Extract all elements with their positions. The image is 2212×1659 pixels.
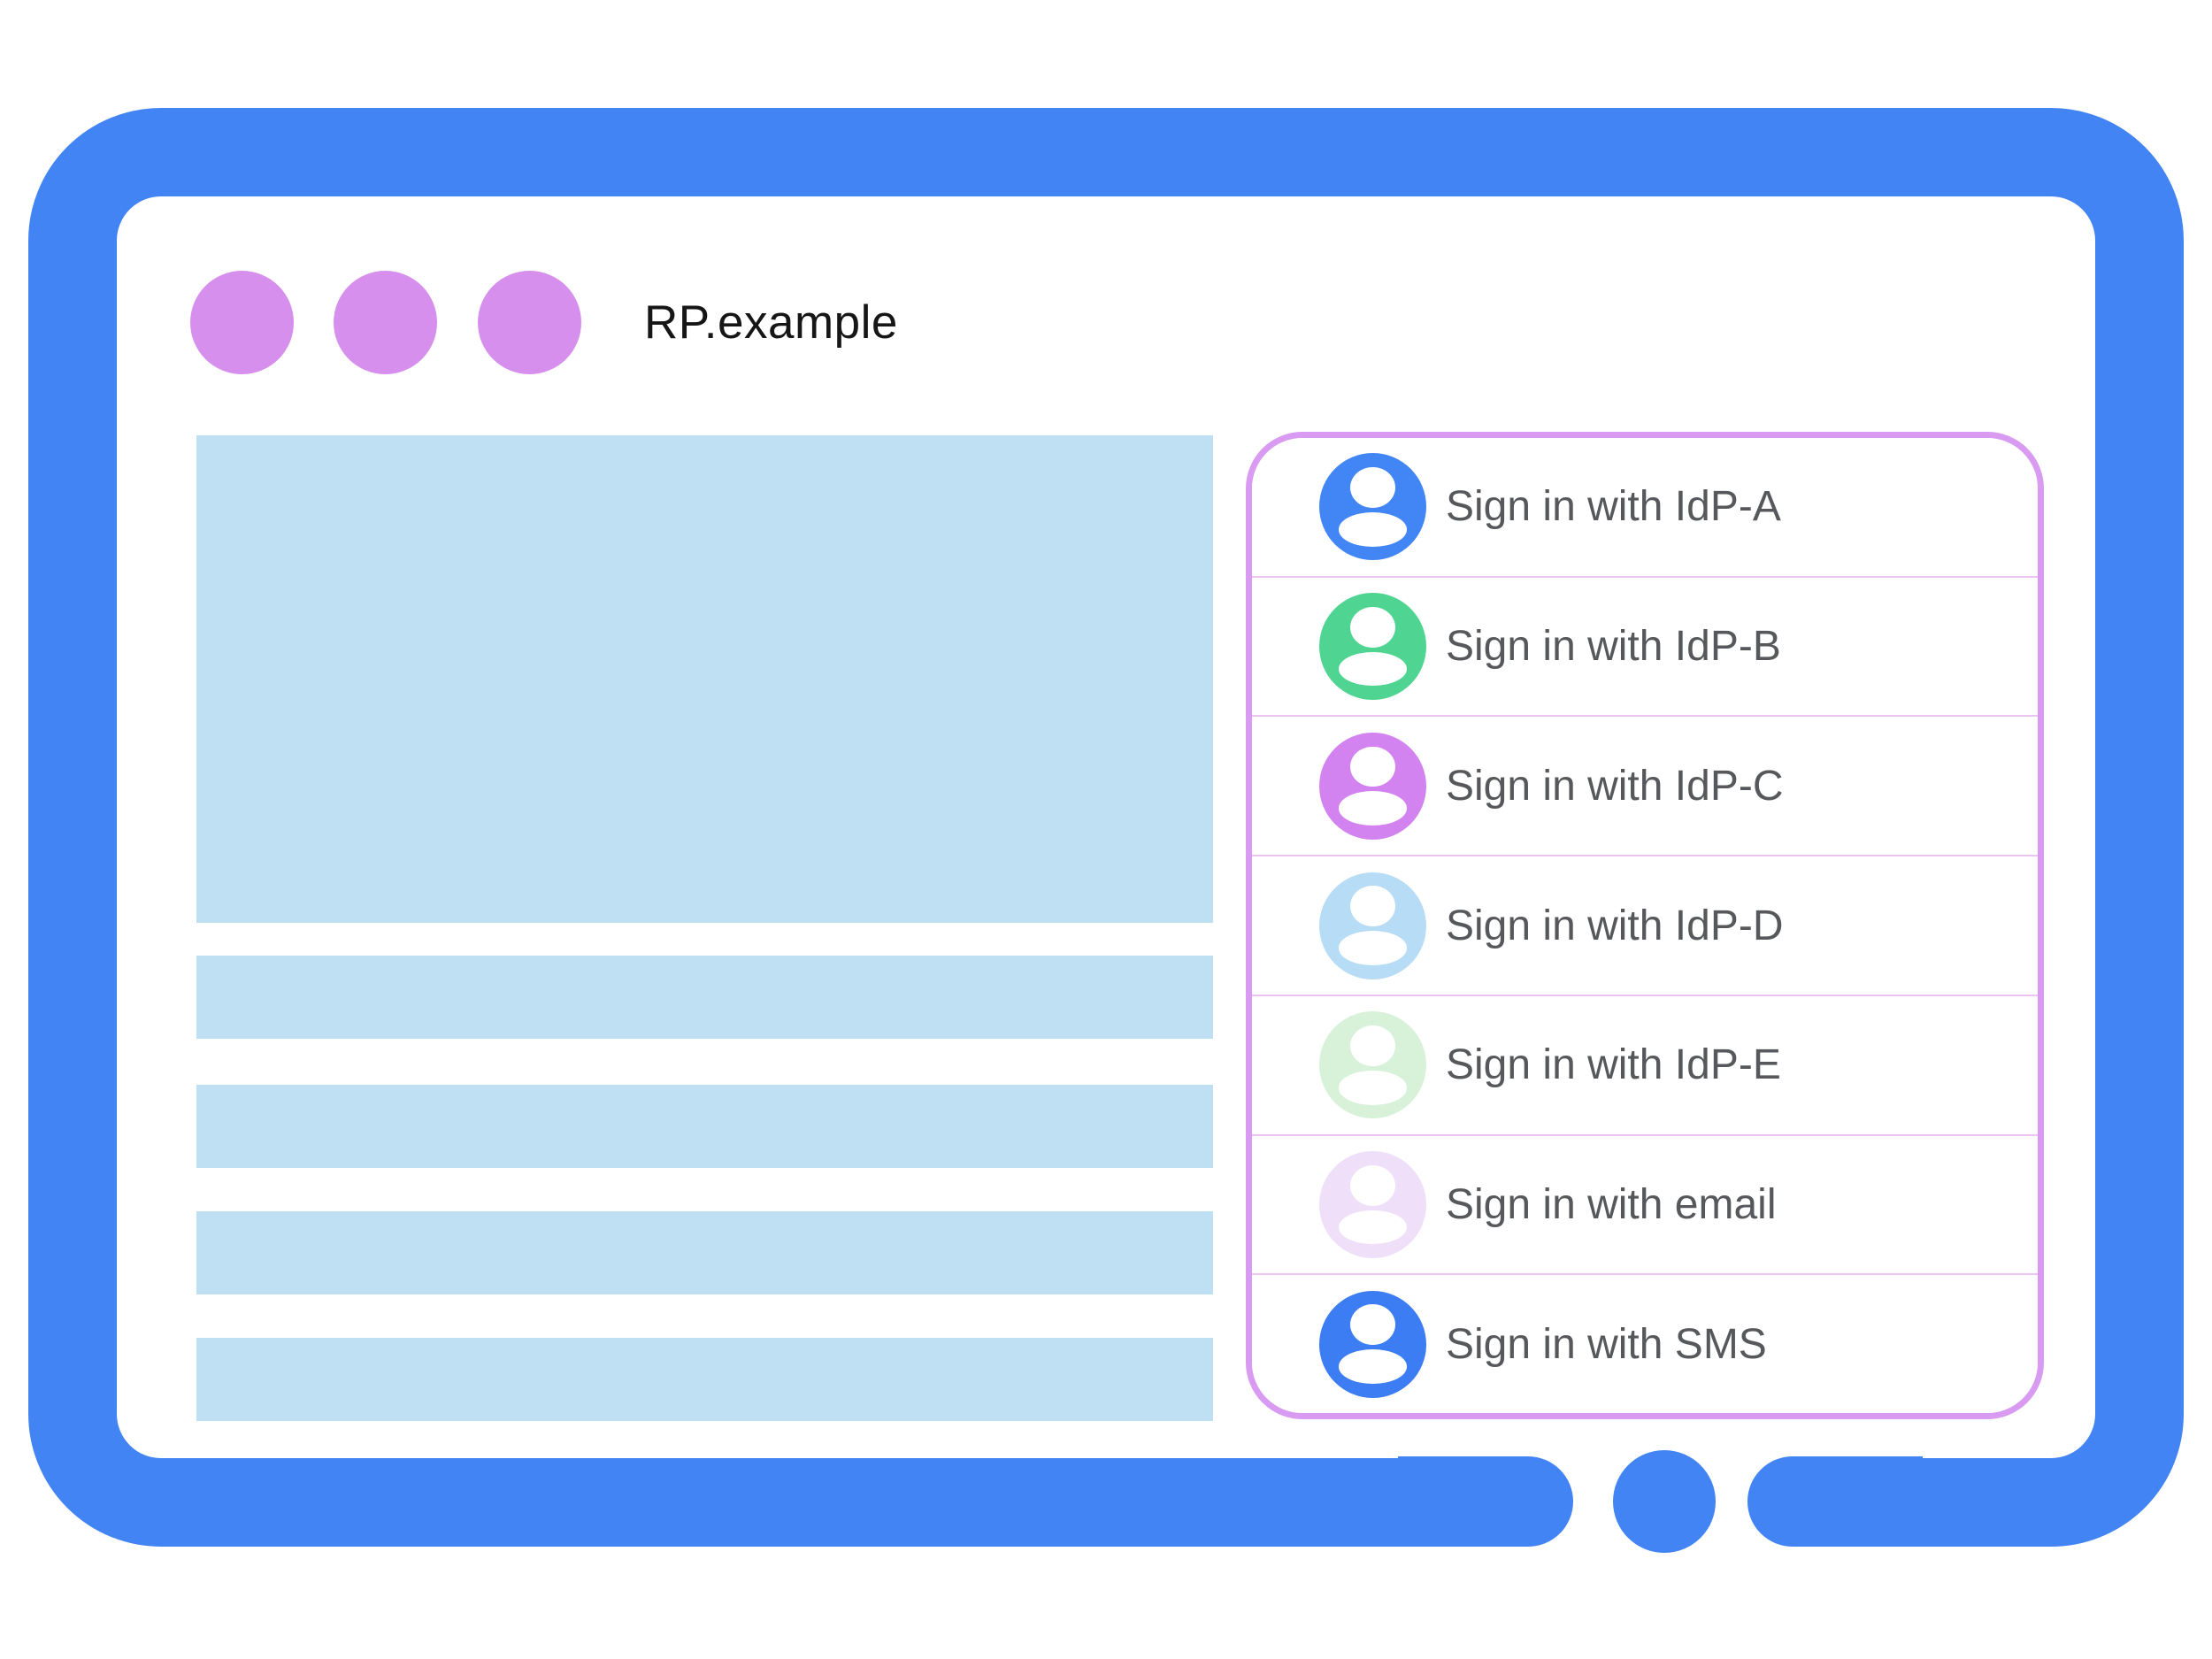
signin-row-idp-e[interactable]: Sign in with IdP-E: [1252, 994, 2038, 1134]
signin-row-idp-b[interactable]: Sign in with IdP-B: [1252, 575, 2038, 716]
home-button[interactable]: [1613, 1450, 1716, 1553]
signin-row-sms[interactable]: Sign in with SMS: [1252, 1273, 2038, 1413]
signin-row-email[interactable]: Sign in with email: [1252, 1133, 2038, 1274]
person-avatar-icon: [1319, 593, 1426, 701]
content-placeholder-bar: [196, 1338, 1213, 1421]
frame-bottom-right-cap: [1747, 1456, 1923, 1547]
frame-bottom-left-cap: [1398, 1456, 1573, 1547]
window-control-dot[interactable]: [478, 271, 581, 374]
content-placeholder-bar: [196, 1085, 1213, 1168]
person-avatar-icon: [1319, 732, 1426, 840]
signin-row-label: Sign in with IdP-D: [1446, 902, 1784, 949]
window-control-dot[interactable]: [334, 271, 437, 374]
content-placeholder-bar: [196, 1211, 1213, 1294]
signin-row-idp-a[interactable]: Sign in with IdP-A: [1252, 438, 2038, 576]
page-title: RP.example: [644, 296, 898, 349]
window-control-dot[interactable]: [190, 271, 294, 374]
person-avatar-icon: [1319, 453, 1426, 561]
signin-row-idp-c[interactable]: Sign in with IdP-C: [1252, 715, 2038, 856]
signin-row-label: Sign in with IdP-B: [1446, 623, 1781, 671]
person-avatar-icon: [1319, 1150, 1426, 1258]
signin-row-label: Sign in with IdP-C: [1446, 762, 1784, 810]
signin-dialog: Sign in with IdP-A Sign in with IdP-B Si…: [1246, 432, 2044, 1419]
signin-row-label: Sign in with IdP-E: [1446, 1041, 1781, 1089]
signin-row-idp-d[interactable]: Sign in with IdP-D: [1252, 855, 2038, 995]
content-placeholder-hero: [196, 435, 1213, 923]
signin-row-label: Sign in with IdP-A: [1446, 483, 1781, 531]
signin-row-label: Sign in with SMS: [1446, 1320, 1767, 1368]
person-avatar-icon: [1319, 1011, 1426, 1119]
content-placeholder-bar: [196, 956, 1213, 1039]
person-avatar-icon: [1319, 1290, 1426, 1398]
signin-row-label: Sign in with email: [1446, 1180, 1777, 1228]
person-avatar-icon: [1319, 872, 1426, 979]
